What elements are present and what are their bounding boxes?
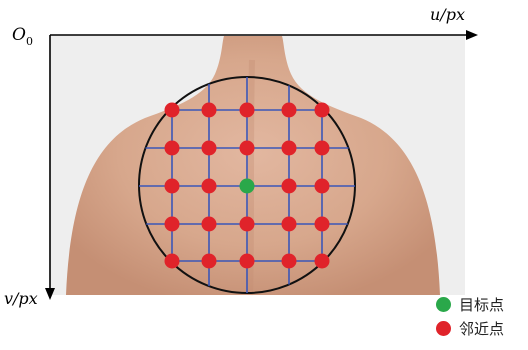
neighbor-point [240, 103, 255, 118]
neighbor-point [202, 254, 217, 269]
neighbor-point [315, 179, 330, 194]
legend: 目标点 邻近点 [436, 292, 528, 340]
neighbor-point [315, 254, 330, 269]
u-axis-label: u/px [430, 5, 465, 24]
neighbor-point [165, 254, 180, 269]
origin-letter: O [12, 25, 26, 45]
neighbor-point [202, 179, 217, 194]
origin-subscript: 0 [26, 35, 33, 48]
v-axis-label: v/px [4, 289, 38, 308]
legend-label-target: 目标点 [459, 294, 504, 315]
neighbor-point [282, 217, 297, 232]
neighbor-point [165, 141, 180, 156]
neighbor-point [240, 141, 255, 156]
neighbor-point [165, 179, 180, 194]
neighbor-point [165, 103, 180, 118]
neighbor-point [282, 103, 297, 118]
neighbor-point [282, 141, 297, 156]
neighbor-point [282, 179, 297, 194]
target-point [240, 179, 255, 194]
neighbor-point [282, 254, 297, 269]
neighbor-point [315, 217, 330, 232]
u-axis-arrow [466, 30, 478, 40]
neighbor-point [240, 254, 255, 269]
legend-label-neighbor: 邻近点 [459, 318, 504, 339]
neighbor-point [202, 217, 217, 232]
target-point-marker-icon [436, 297, 451, 312]
neighbor-point-marker-icon [436, 321, 451, 336]
legend-item-target: 目标点 [436, 292, 528, 316]
neighbor-point [240, 217, 255, 232]
neighbor-point [202, 103, 217, 118]
neighbor-point [165, 217, 180, 232]
neighbor-point [202, 141, 217, 156]
legend-item-neighbor: 邻近点 [436, 316, 528, 340]
neighbor-point [315, 141, 330, 156]
origin-label: O0 [12, 25, 33, 48]
neighbor-point [315, 103, 330, 118]
